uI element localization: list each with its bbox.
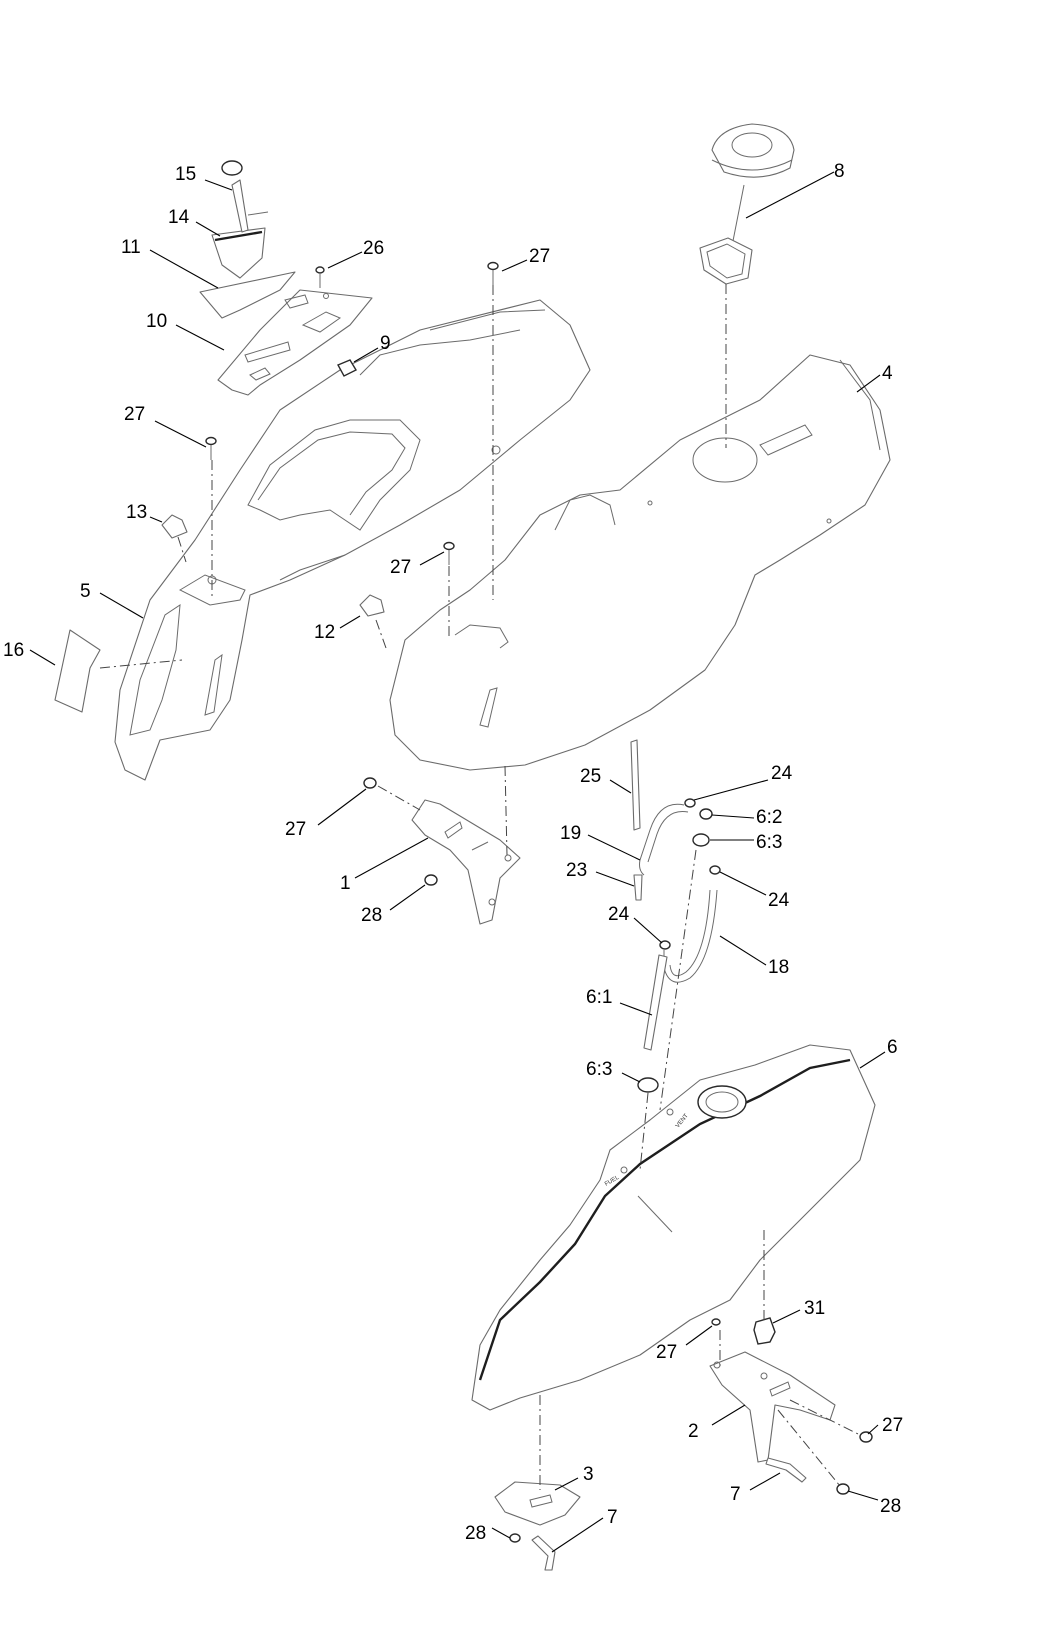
- callout-23: 23: [566, 860, 587, 881]
- callout-7b: 7: [730, 1484, 741, 1505]
- part-2-bracket: [709, 1318, 873, 1495]
- callout-15: 15: [175, 164, 196, 185]
- callout-27e: 27: [656, 1342, 677, 1363]
- callout-13: 13: [126, 502, 147, 523]
- leader-lines: [29, 171, 886, 1553]
- callout-6-3b: 6:3: [586, 1059, 612, 1080]
- part-6-3-grommet-b: [637, 1077, 659, 1093]
- callout-28c: 28: [880, 1496, 901, 1517]
- callout-28a: 28: [361, 905, 382, 926]
- callout-25: 25: [580, 766, 601, 787]
- callout-27a: 27: [529, 246, 550, 267]
- part-23-fitting: [633, 874, 643, 901]
- control-panel-assembly: [199, 160, 373, 396]
- callout-27c: 27: [390, 557, 411, 578]
- callout-27d: 27: [285, 819, 306, 840]
- callout-5: 5: [80, 581, 91, 602]
- part-3-foot: [494, 1481, 581, 1543]
- part-11-plate: [199, 271, 296, 319]
- callout-18: 18: [768, 957, 789, 978]
- part-6-3-grommet-a: [692, 833, 710, 847]
- part-24-clamp-b: [709, 865, 721, 875]
- part-25-tie: [630, 739, 641, 831]
- part-18-hose: [663, 889, 718, 983]
- part-6-fuel-tank: FUEL VENT: [471, 1044, 876, 1411]
- callout-24c: 24: [608, 904, 630, 925]
- part-10-panel: [217, 289, 373, 396]
- callout-8: 8: [834, 161, 845, 182]
- fasteners-upper: [205, 261, 499, 565]
- callout-26: 26: [363, 238, 384, 259]
- callout-31: 31: [804, 1298, 825, 1319]
- part-8-fuel-cap: [699, 123, 795, 285]
- callout-27f: 27: [882, 1415, 903, 1436]
- callout-12: 12: [314, 622, 335, 643]
- callout-24a: 24: [771, 763, 793, 784]
- callout-1: 1: [340, 873, 351, 894]
- callout-3: 3: [583, 1464, 594, 1485]
- callout-19: 19: [560, 823, 581, 844]
- callout-9: 9: [380, 333, 391, 354]
- part-16-decal: [54, 629, 101, 713]
- callout-10: 10: [146, 311, 167, 332]
- callout-11: 11: [121, 237, 141, 258]
- callout-6-2: 6:2: [756, 807, 782, 828]
- part-24-clamp-a: [684, 798, 696, 808]
- fuel-lines: [630, 739, 721, 1093]
- part-7-strap-a: [531, 1535, 556, 1571]
- part-6-2-fitting: [699, 808, 713, 820]
- part-14-lever-base: [211, 227, 266, 279]
- part-31-isolator: [753, 1317, 776, 1345]
- callout-28b: 28: [465, 1523, 486, 1544]
- callout-16: 16: [3, 640, 24, 661]
- part-15-lever: [231, 179, 249, 233]
- part-19-hose: [639, 803, 685, 876]
- callout-7a: 7: [607, 1507, 618, 1528]
- callout-4: 4: [882, 363, 893, 384]
- callout-14: 14: [168, 207, 190, 228]
- alignment-lines: [99, 284, 861, 1490]
- part-1-bracket: [363, 777, 521, 925]
- callout-6-1: 6:1: [586, 987, 612, 1008]
- callout-6-3a: 6:3: [756, 832, 782, 853]
- part-12-plug: [359, 594, 385, 617]
- part-15-knob: [221, 160, 243, 176]
- part-4-tank-cover: [389, 354, 891, 771]
- part-9-clip: [337, 359, 357, 377]
- part-6-1-tube: [643, 954, 668, 1051]
- part-24-clamp-c: [659, 940, 671, 950]
- part-13-plug: [161, 514, 188, 539]
- part-7-strap-b: [765, 1457, 807, 1483]
- callout-24b: 24: [768, 890, 790, 911]
- callout-2: 2: [688, 1421, 699, 1442]
- callout-27b: 27: [124, 404, 145, 425]
- callout-6: 6: [887, 1037, 898, 1058]
- callout-labels: 15 14 11 10 26 27 9 8 4 27 13 27 5 16 12…: [3, 161, 903, 1544]
